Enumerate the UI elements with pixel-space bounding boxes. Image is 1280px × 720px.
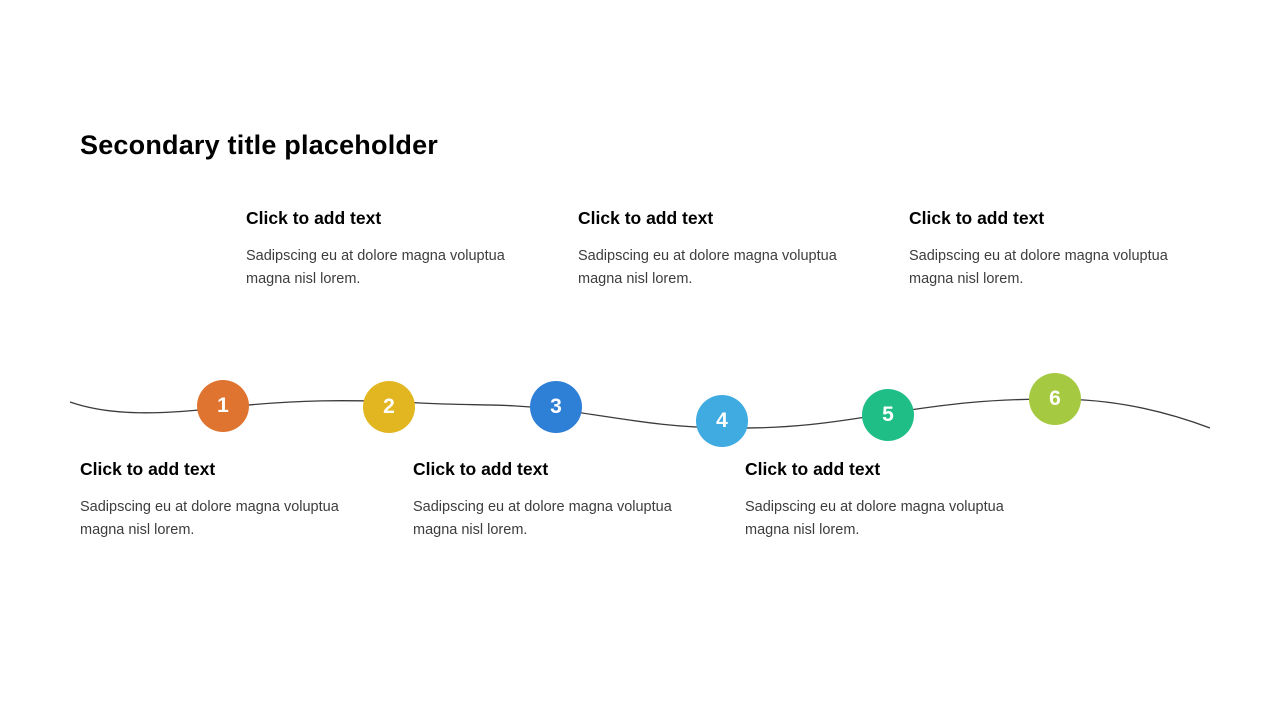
text-placeholder-bottom-3[interactable]: Click to add text Sadipscing eu at dolor… bbox=[745, 458, 1045, 542]
timeline-step-1[interactable]: 1 bbox=[197, 380, 249, 432]
timeline-step-6[interactable]: 6 bbox=[1029, 373, 1081, 425]
text-placeholder-top-1[interactable]: Click to add text Sadipscing eu at dolor… bbox=[246, 207, 546, 291]
text-placeholder-heading: Click to add text bbox=[80, 459, 216, 479]
text-placeholder-body: Sadipscing eu at dolore magna voluptua m… bbox=[80, 499, 339, 538]
text-placeholder-heading: Click to add text bbox=[246, 208, 382, 228]
text-placeholder-heading: Click to add text bbox=[578, 208, 714, 228]
text-placeholder-body: Sadipscing eu at dolore magna voluptua m… bbox=[745, 499, 1004, 538]
text-placeholder-body: Sadipscing eu at dolore magna voluptua m… bbox=[909, 248, 1168, 287]
text-placeholder-heading: Click to add text bbox=[413, 459, 549, 479]
timeline-step-3[interactable]: 3 bbox=[530, 381, 582, 433]
text-placeholder-body: Sadipscing eu at dolore magna voluptua m… bbox=[578, 248, 837, 287]
text-placeholder-heading: Click to add text bbox=[745, 459, 881, 479]
text-placeholder-bottom-1[interactable]: Click to add text Sadipscing eu at dolor… bbox=[80, 458, 380, 542]
text-placeholder-top-2[interactable]: Click to add text Sadipscing eu at dolor… bbox=[578, 207, 878, 291]
slide-title-placeholder[interactable]: Secondary title placeholder bbox=[80, 130, 439, 160]
text-placeholder-heading: Click to add text bbox=[909, 208, 1045, 228]
text-placeholder-body: Sadipscing eu at dolore magna voluptua m… bbox=[413, 499, 672, 538]
text-placeholder-body: Sadipscing eu at dolore magna voluptua m… bbox=[246, 248, 505, 287]
timeline-step-5[interactable]: 5 bbox=[862, 389, 914, 441]
timeline-step-2[interactable]: 2 bbox=[363, 381, 415, 433]
text-placeholder-bottom-2[interactable]: Click to add text Sadipscing eu at dolor… bbox=[413, 458, 713, 542]
timeline-step-4[interactable]: 4 bbox=[696, 395, 748, 447]
text-placeholder-top-3[interactable]: Click to add text Sadipscing eu at dolor… bbox=[909, 207, 1209, 291]
